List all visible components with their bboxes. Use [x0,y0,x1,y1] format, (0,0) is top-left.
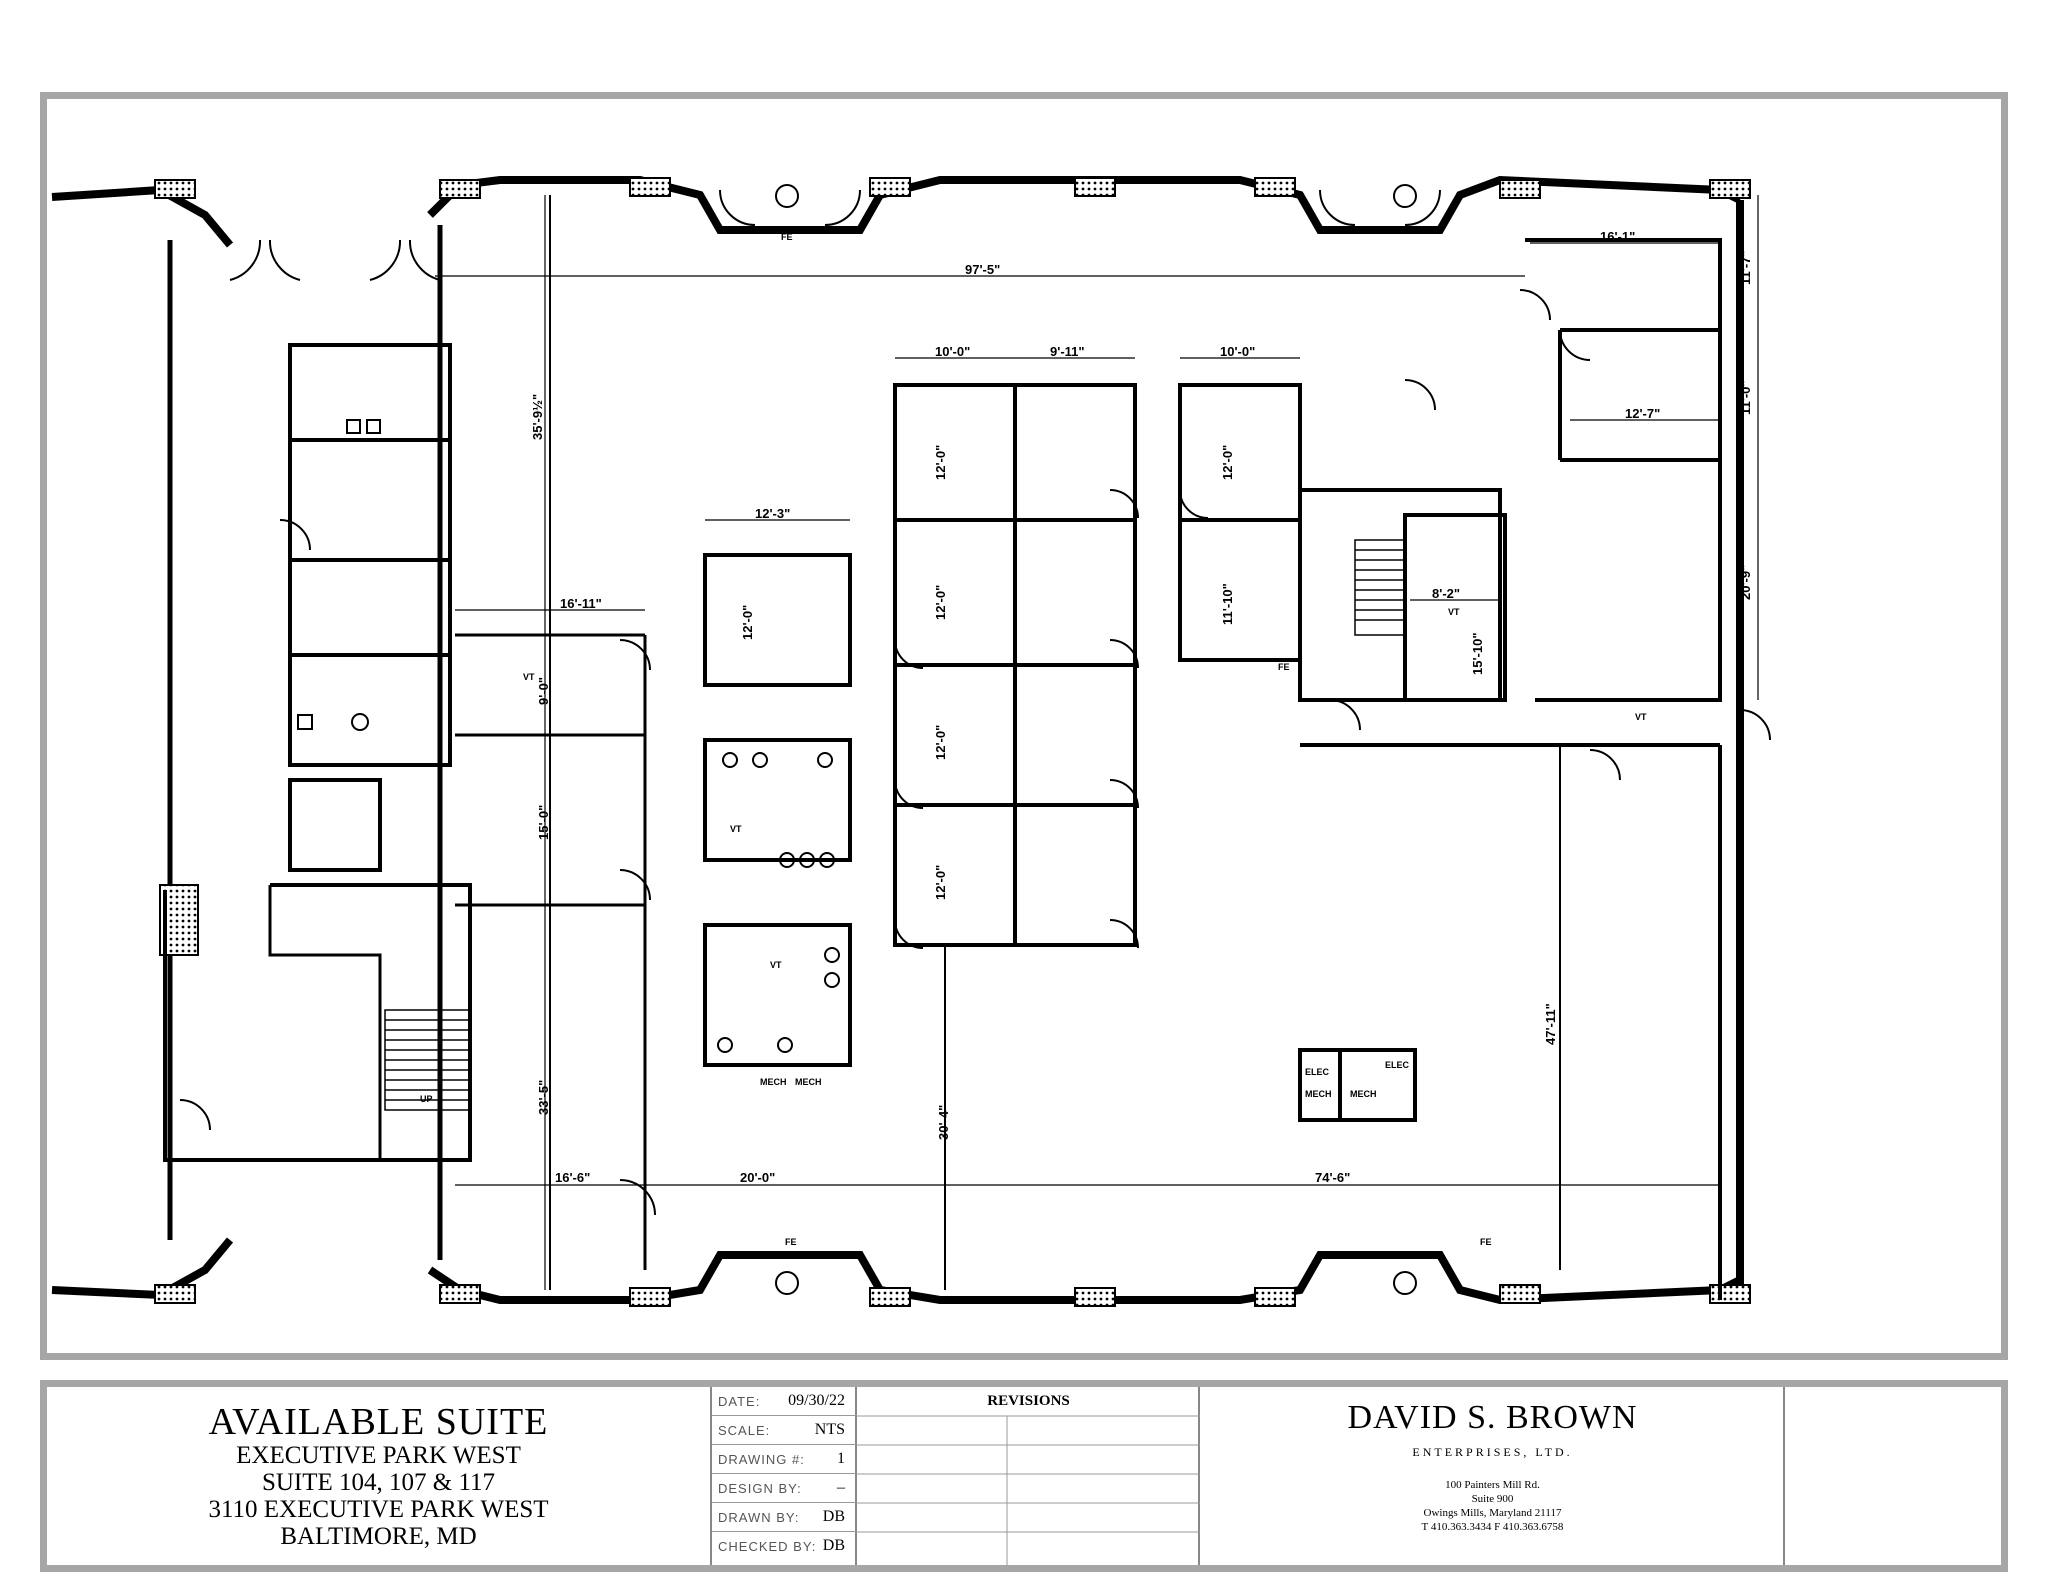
label-mech-4: MECH [1350,1089,1377,1099]
company-address-line-2: Suite 900 [1471,1493,1514,1505]
info-value: DB [822,1537,845,1554]
dim-office-a-width: 10'-0" [935,344,970,359]
dim-open-area-height: 47'-11" [1543,1003,1558,1045]
project-line-3: 3110 EXECUTIVE PARK WEST [208,1496,549,1523]
dim-bottom-right-width: 74'-6" [1315,1170,1350,1185]
info-row-drawing-number: DRAWING #: 1 [712,1445,857,1474]
dim-office-height-1: 12'-0" [933,445,948,480]
drawing-info-table: DATE: 09/30/22 SCALE: NTS DRAWING #: 1 D… [712,1387,857,1565]
dim-office-height-3: 12'-0" [933,725,948,760]
info-label: DRAWN BY: [718,1510,800,1525]
label-vt-restroom-2: VT [770,960,782,970]
label-mech-1: MECH [760,1077,787,1087]
info-label: DESIGN BY: [718,1481,802,1496]
info-value: 1 [837,1450,845,1467]
dim-stair-room-height: 15'-10" [1470,632,1485,675]
label-vt-right: VT [1635,712,1647,722]
label-fe-bottom-left: FE [785,1237,797,1247]
info-row-checked-by: CHECKED BY: DB [712,1532,857,1561]
door-swings [179,189,1771,1216]
dim-restroom-width: 12'-3" [755,506,790,521]
room-labels: FE FE FE FE VT VT VT VT VT UP MECH MECH … [420,232,1647,1247]
dim-left-room-height-2: 15'-0" [536,805,551,840]
project-line-2: SUITE 104, 107 & 117 [261,1469,496,1496]
dim-bottom-left-width: 16'-6" [555,1170,590,1185]
info-row-design-by: DESIGN BY: – [712,1474,857,1503]
title-block-project: AVAILABLE SUITE EXECUTIVE PARK WEST SUIT… [47,1387,712,1565]
dim-bottom-mid-width: 20'-0" [740,1170,775,1185]
dim-office-d-height: 11'-10" [1220,583,1235,625]
company-subtitle: ENTERPRISES, LTD. [1412,1445,1573,1459]
info-value: DB [822,1508,845,1525]
dimension-lines [435,195,1759,1290]
dim-stair-room-width: 8'-2" [1432,586,1460,601]
title-block-frame [40,1380,2008,1572]
plumbing-fixtures [297,184,1417,1295]
info-value: NTS [814,1421,845,1438]
info-label: SCALE: [718,1423,771,1438]
dim-right-low-height: 20'-9" [1738,565,1753,600]
company-block: DAVID S. BROWN ENTERPRISES, LTD. 100 Pai… [1200,1387,1785,1565]
info-row-scale: SCALE: NTS [712,1416,857,1445]
dim-left-room-height-1: 9'-0" [536,677,551,705]
dim-right-mid-height: 11'-0" [1738,380,1753,415]
suite-title: AVAILABLE SUITE [208,1401,549,1443]
label-mech-2: MECH [795,1077,822,1087]
info-label: DATE: [718,1394,761,1409]
company-address-line-1: 100 Painters Mill Rd. [1445,1479,1540,1491]
dim-office-b-width: 9'-11" [1050,344,1085,359]
plan-frame [40,92,2008,1360]
label-fe-bottom-right: FE [1480,1237,1492,1247]
dim-corridor-width: 16'-11" [560,596,602,611]
revisions-grid [857,1415,1200,1565]
dimension-text: 97'-5" 10'-0" 9'-11" 10'-0" 16'-1" 12'-7… [530,229,1753,1185]
dim-restroom-height: 12'-0" [740,605,755,640]
label-mech-3: MECH [1305,1089,1332,1099]
info-value: – [837,1479,845,1496]
info-value: 09/30/22 [788,1392,845,1409]
dim-overall-width: 97'-5" [965,262,1000,277]
revisions-title: REVISIONS [987,1393,1070,1409]
interior-partitions [163,195,1722,1300]
dim-left-room-height-3: 33'-5" [536,1080,551,1115]
dim-right-top-height: 11'-7" [1738,250,1753,285]
project-line-1: EXECUTIVE PARK WEST [236,1442,521,1469]
info-label: DRAWING #: [718,1452,805,1467]
project-line-4: BALTIMORE, MD [280,1523,477,1550]
blank-title-cell [1785,1387,2001,1565]
label-elec-1: ELEC [1305,1067,1330,1077]
stairs [384,539,1406,1111]
dim-left-top-height: 35'-9½" [530,394,545,440]
dim-office-height-4: 12'-0" [933,865,948,900]
dim-right-mid-width: 12'-7" [1625,406,1660,421]
company-name: DAVID S. BROWN [1347,1399,1638,1436]
info-label: CHECKED BY: [718,1539,817,1554]
label-vt-stair-room: VT [1448,607,1460,617]
label-vt-restroom-1: VT [730,824,742,834]
dim-office-c-width: 10'-0" [1220,344,1255,359]
revisions-table: REVISIONS [857,1387,1200,1565]
dim-office-height-2: 12'-0" [933,585,948,620]
company-phone-fax: T 410.363.3434 F 410.363.6758 [1421,1521,1564,1533]
label-fe-top: FE [781,232,793,242]
info-row-date: DATE: 09/30/22 [712,1387,857,1416]
label-up-stair: UP [420,1094,433,1104]
label-vt-corridor: VT [523,672,535,682]
dim-right-top-width: 16'-1" [1600,229,1635,244]
dim-middle-height: 30'-4" [936,1105,951,1140]
label-elec-2: ELEC [1385,1060,1410,1070]
info-row-drawn-by: DRAWN BY: DB [712,1503,857,1532]
company-address-line-3: Owings Mills, Maryland 21117 [1423,1507,1562,1519]
dim-office-c-height: 12'-0" [1220,445,1235,480]
label-fe-stair: FE [1278,662,1290,672]
exterior-walls [51,175,1744,1305]
